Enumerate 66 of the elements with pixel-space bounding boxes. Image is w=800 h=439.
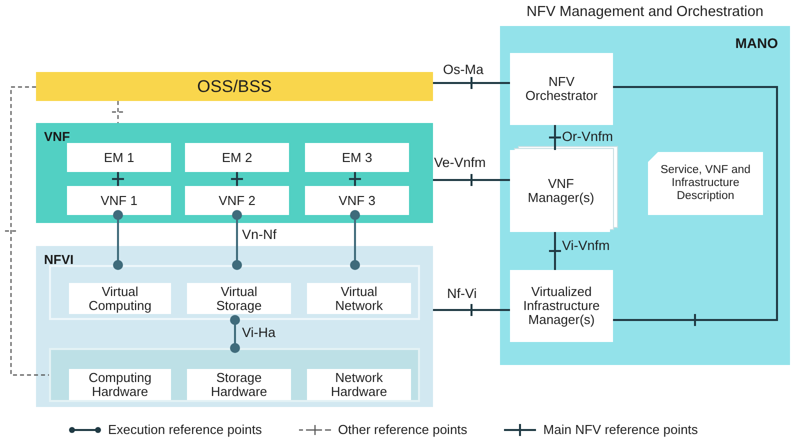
process-box bbox=[187, 369, 291, 400]
reference-line bbox=[432, 76, 511, 90]
process-box bbox=[69, 283, 171, 314]
panel-heading: NFV Management and Orchestration bbox=[526, 3, 764, 22]
node-text: Virtual Storage bbox=[215, 284, 263, 312]
reference-line bbox=[111, 100, 125, 124]
node-text: VNF 3 bbox=[338, 194, 376, 208]
virtual-layer-panel bbox=[49, 265, 420, 320]
node-text: Computing Hardware bbox=[88, 370, 152, 398]
node-text: EM 1 bbox=[104, 150, 134, 164]
node-text: EM 3 bbox=[342, 150, 372, 164]
process-box bbox=[305, 143, 409, 172]
process-box bbox=[305, 186, 409, 215]
reference-line bbox=[4, 86, 50, 376]
reference-line bbox=[432, 173, 511, 187]
execution-connector bbox=[232, 210, 242, 270]
nfvi-panel bbox=[36, 246, 433, 407]
node-text: Network Hardware bbox=[330, 370, 388, 398]
oss-bss-bar bbox=[36, 72, 433, 101]
node-text: Virtual Network bbox=[334, 284, 384, 312]
panel-title: VNF bbox=[44, 129, 70, 144]
node-text: VNF 2 bbox=[218, 194, 256, 208]
reference-line bbox=[432, 303, 511, 317]
reference-line bbox=[548, 124, 562, 151]
edge-label: Os-Ma bbox=[443, 62, 484, 78]
reference-line bbox=[111, 171, 125, 187]
edge-label: Ve-Vnfm bbox=[434, 155, 486, 171]
reference-line bbox=[230, 171, 244, 187]
execution-connector bbox=[230, 315, 240, 353]
node-text: Virtualized Infrastructure Manager(s) bbox=[522, 285, 601, 327]
node-text: Virtual Computing bbox=[88, 284, 152, 312]
reference-line bbox=[548, 231, 562, 271]
legend-text: Main NFV reference points bbox=[543, 421, 698, 439]
process-box bbox=[67, 143, 171, 172]
edge-label: Nf-Vi bbox=[447, 286, 477, 302]
execution-connector bbox=[113, 210, 123, 270]
process-box bbox=[307, 369, 411, 400]
edge-label: Vi-Ha bbox=[242, 325, 276, 341]
reference-line bbox=[612, 86, 778, 327]
process-box bbox=[69, 369, 171, 400]
panel-title: MANO bbox=[735, 35, 778, 51]
node-text: OSS/BSS bbox=[197, 76, 272, 98]
execution-connector bbox=[350, 210, 360, 270]
edge-label: Or-Vnfm bbox=[562, 129, 614, 145]
document-box bbox=[648, 152, 763, 215]
panel-title: NFVI bbox=[44, 252, 74, 267]
node-text: VNF Manager(s) bbox=[526, 177, 596, 205]
legend-text: Execution reference points bbox=[108, 421, 262, 439]
process-box bbox=[510, 270, 613, 342]
node-text: EM 2 bbox=[222, 150, 252, 164]
vnf-panel bbox=[36, 123, 433, 223]
node-text: Service, VNF and Infrastructure Description bbox=[659, 164, 752, 203]
process-box bbox=[185, 186, 289, 215]
process-box bbox=[307, 283, 411, 314]
edge-label: Vn-Nf bbox=[242, 227, 277, 243]
reference-line bbox=[348, 171, 362, 187]
hardware-layer-panel bbox=[49, 348, 420, 402]
process-box bbox=[185, 143, 289, 172]
process-box bbox=[67, 186, 171, 215]
edge-label: Vi-Vnfm bbox=[562, 238, 610, 254]
process-box bbox=[510, 53, 613, 125]
node-text: NFV Orchestrator bbox=[524, 75, 599, 103]
legend-text: Other reference points bbox=[338, 421, 468, 439]
process-box bbox=[187, 283, 291, 314]
node-text: VNF 1 bbox=[100, 194, 138, 208]
node-text: Storage Hardware bbox=[210, 370, 268, 398]
